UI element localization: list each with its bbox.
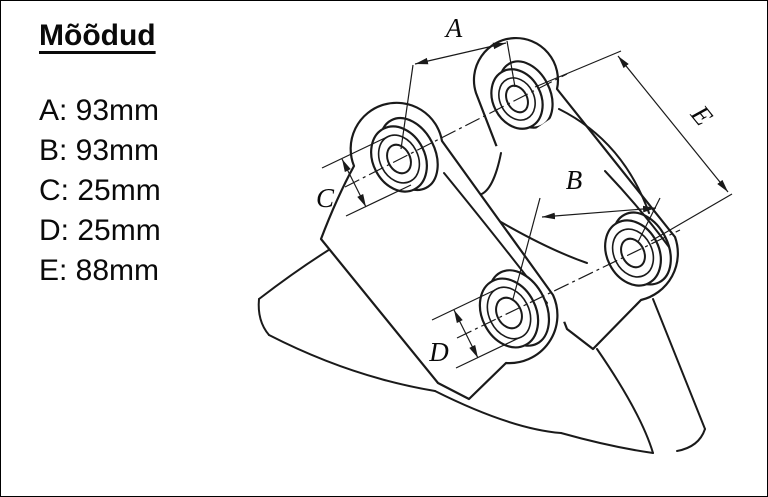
legend-title: Mõõdud — [39, 19, 156, 52]
dimension-list: A: 93mm B: 93mm C: 25mm D: 25mm E: 88mm — [39, 91, 161, 291]
dimension-item-b: B: 93mm — [39, 134, 160, 167]
dimension-label-c: C — [316, 183, 335, 213]
dimension-label-d: D — [428, 337, 449, 367]
dimension-legend: Mõõdud A: 93mm B: 93mm C: 25mm D: 25mm E… — [39, 19, 161, 291]
dimension-label-e: E — [685, 99, 720, 132]
dimension-item-c: C: 25mm — [39, 174, 161, 207]
dimension-d: D — [428, 288, 522, 369]
centerline-top-pin — [344, 73, 568, 188]
dimension-a: A — [400, 13, 516, 150]
centerline-bottom-pin — [456, 229, 681, 339]
centerlines — [344, 73, 681, 339]
dimension-item-e: E: 88mm — [39, 254, 160, 287]
dimension-item-d: D: 25mm — [39, 214, 161, 247]
dimension-label-a: A — [444, 13, 463, 43]
dimension-label-b: B — [566, 165, 583, 195]
dimension-c: C — [316, 136, 412, 217]
dimension-item-a: A: 93mm — [39, 94, 160, 127]
dimension-b: B — [512, 165, 661, 300]
